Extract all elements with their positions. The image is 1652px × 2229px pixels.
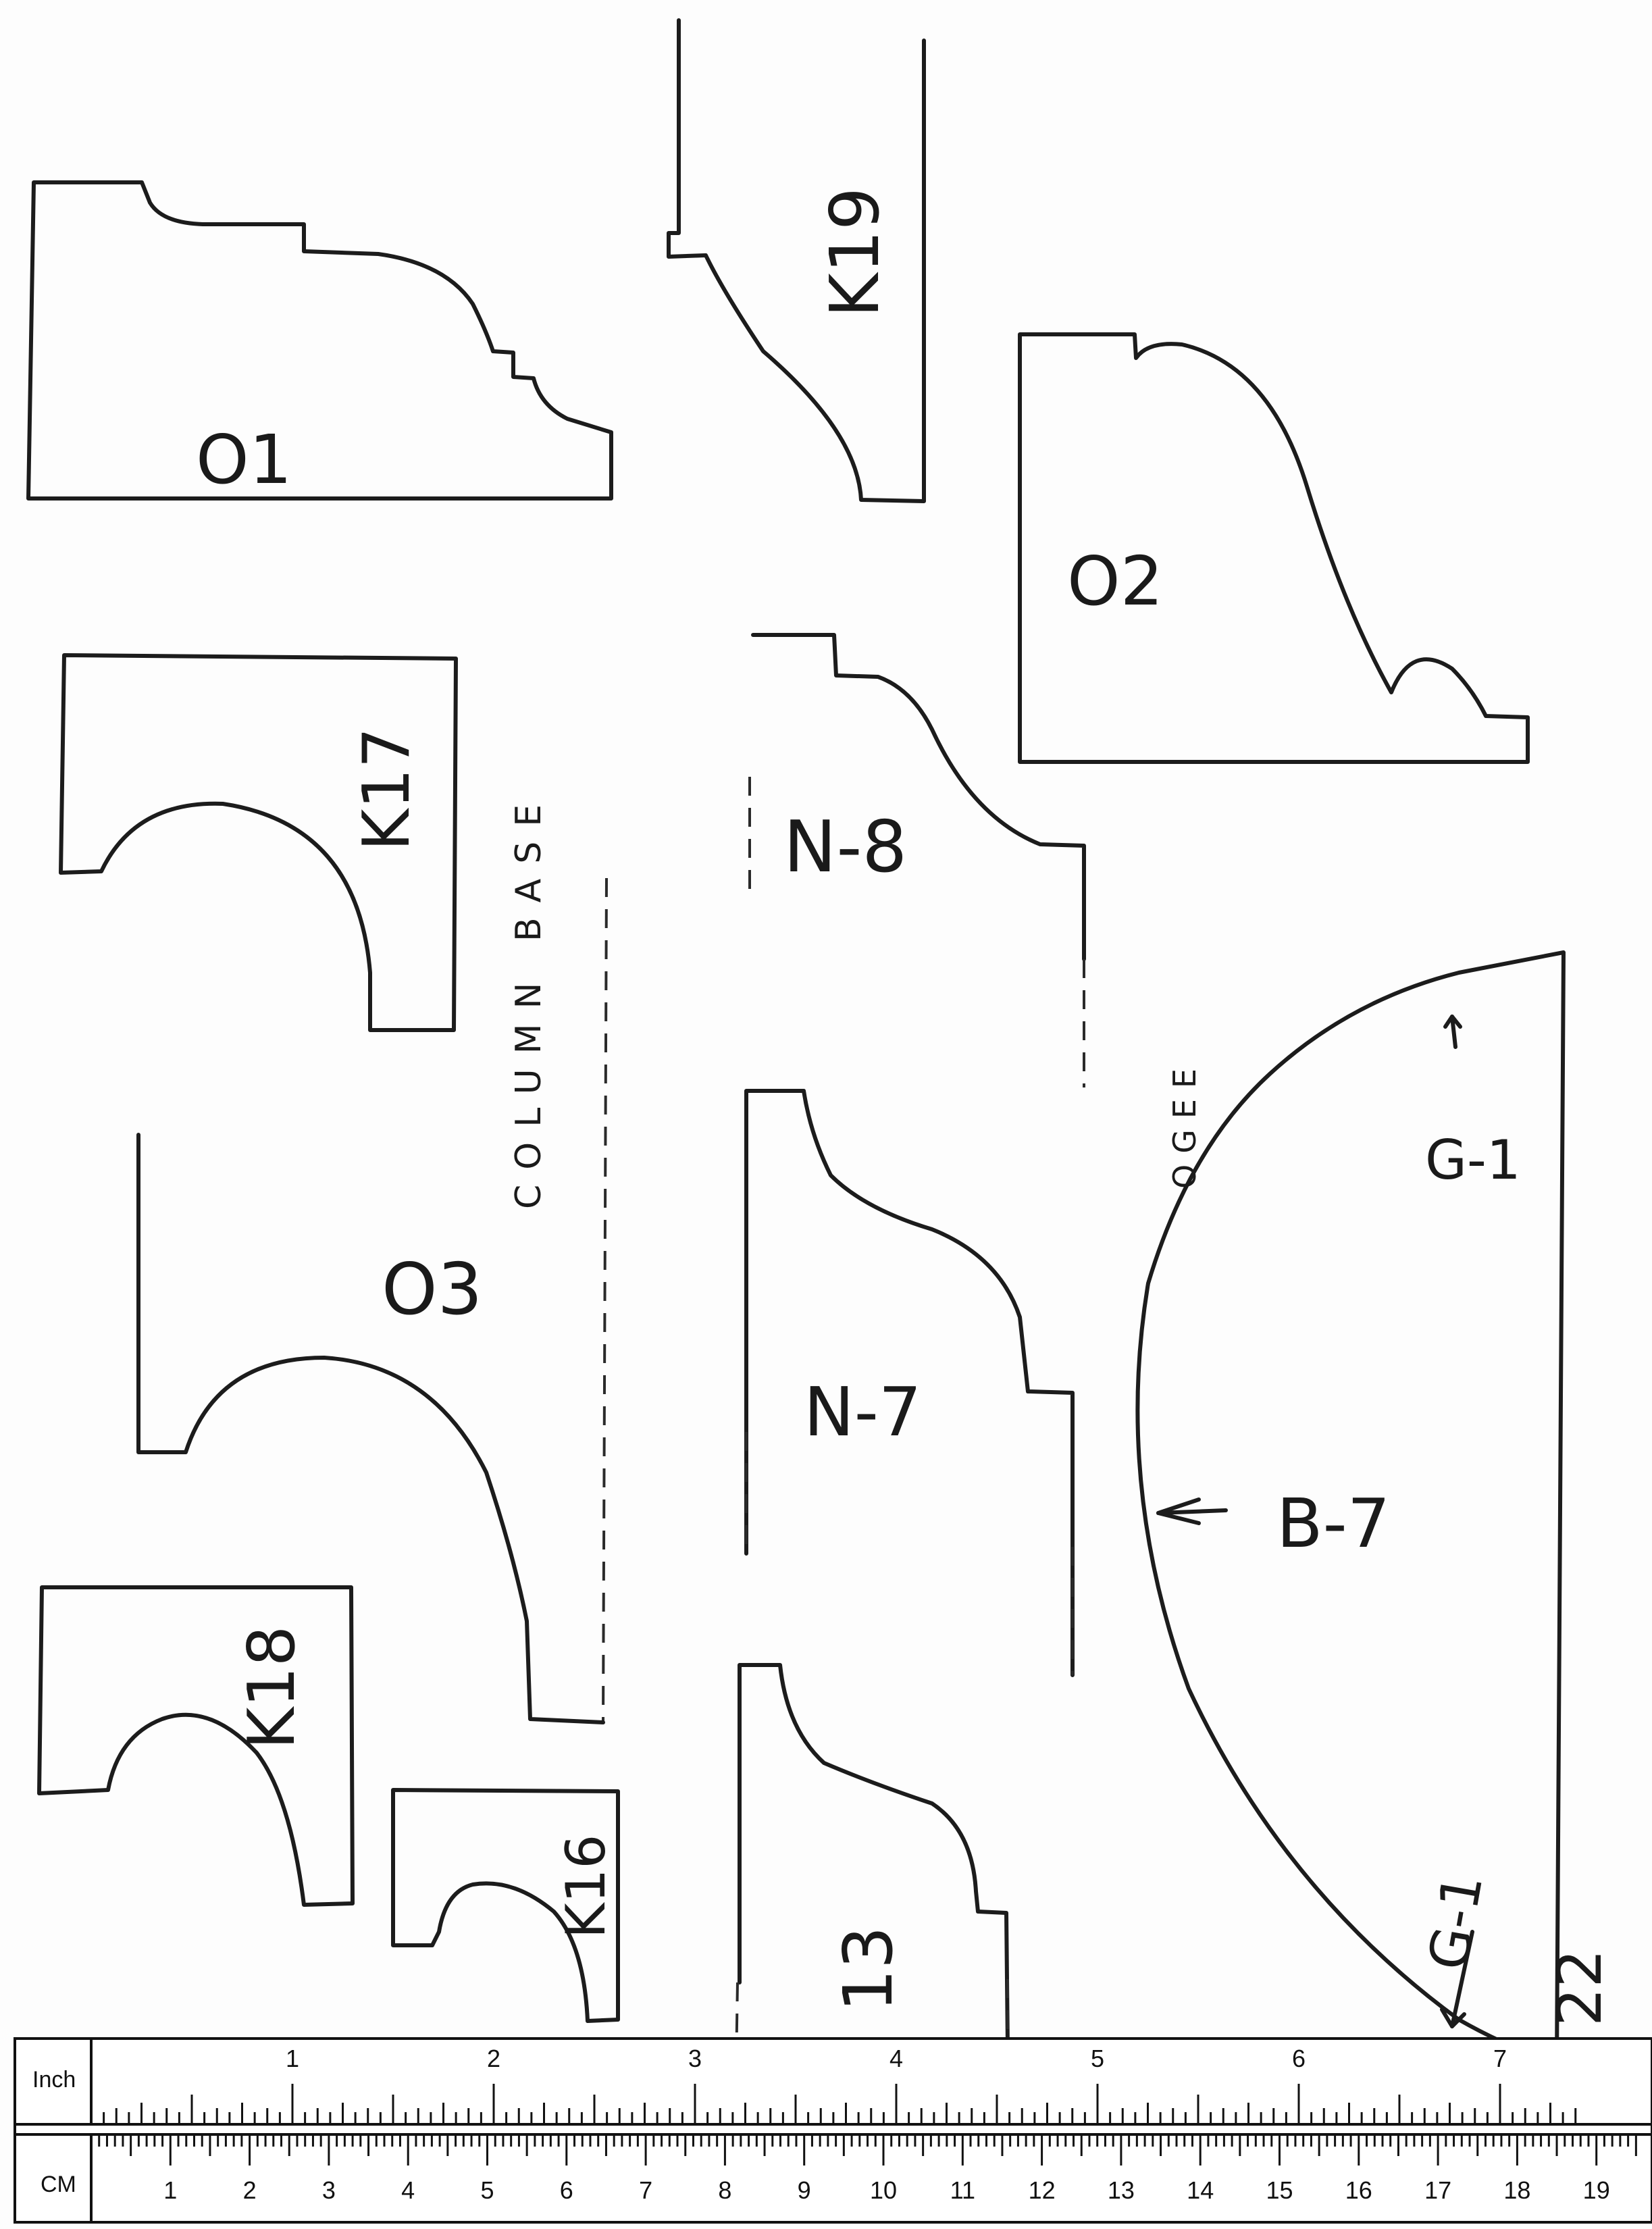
ruler-cm-number: 7 [639,2176,652,2204]
profile-o2-label: O2 [1067,542,1163,621]
ruler-cm-number: 13 [1108,2176,1135,2204]
ruler-cm-number: 9 [798,2176,811,2204]
profile-k16: K16 [391,1788,620,2023]
profile-b7: B-7 G-1 G-1 22 [1135,950,1616,2066]
ruler-cm-number: 6 [560,2176,573,2204]
ruler-cm-number: 19 [1583,2176,1610,2204]
profile-k17-label: K17 [350,727,424,851]
ruler-inch-number: 5 [1091,2045,1104,2072]
ruler-inch-number: 1 [286,2045,299,2072]
profile-k17: K17 [59,653,458,1032]
ruler-cm-number: 11 [950,2176,975,2204]
profile-n8: N-8 [748,633,1086,1087]
ruler-cm-number: 15 [1266,2176,1293,2204]
profile-k19: K19 [667,18,926,503]
profile-n8-label: N-8 [783,806,907,888]
profile-i13: I 13 [735,1663,1010,2068]
profile-k16-label: K16 [554,1835,617,1939]
ruler-cm-number: 8 [718,2176,731,2204]
ruler-cm-label: CM [41,2172,76,2197]
ruler-cm-number: 12 [1029,2176,1056,2204]
ruler-cm-number: 2 [243,2176,257,2204]
ruler-inch-ticks: 1 2 3 4 5 6 7 [90,2045,1577,2124]
profile-o3: O3 [136,1133,605,1724]
profile-i13-label: I 13 [829,1926,908,2053]
column-base-label: COLUMN BASE [509,790,549,1209]
ruler-cm-number: 3 [322,2176,336,2204]
ruler-cm-number: 5 [480,2176,494,2204]
profile-k18-label: K18 [235,1626,309,1749]
column-base: COLUMN BASE [509,790,608,1723]
ruler-cm-number: 1 [163,2176,177,2204]
profile-b7-label: B-7 [1276,1484,1390,1563]
ruler-inch-label: Inch [32,2067,76,2093]
ruler-inch-number: 4 [889,2045,903,2072]
ruler-cm-number: 17 [1424,2176,1451,2204]
ruler-cm-number: 16 [1345,2176,1372,2204]
ruler-cm-number: 4 [401,2176,415,2204]
profile-g1-top-label: G-1 [1425,1129,1521,1192]
ruler-inch-number: 7 [1493,2045,1507,2072]
profile-n7: N-7 [744,1089,1075,1677]
ruler-cm-number: 10 [870,2176,897,2204]
profile-o2: O2 [1018,332,1530,764]
ruler-inch-number: 3 [688,2045,702,2072]
profile-o1: O1 [26,180,613,501]
profile-k19-label: K19 [815,187,894,317]
profile-g1-bottom-label: G-1 [1416,1870,1495,1975]
ruler-cm-number: 14 [1187,2176,1214,2204]
mark-22-label: 22 [1545,1949,1616,2026]
profile-o1-label: O1 [196,420,292,499]
profile-o3-label: O3 [382,1248,482,1331]
ruler-inch-number: 6 [1292,2045,1306,2072]
ruler-cm-number: 18 [1503,2176,1530,2204]
profile-k18: K18 [37,1585,355,1907]
ruler-inch-number: 2 [487,2045,500,2072]
profile-n7-label: N-7 [804,1373,922,1452]
